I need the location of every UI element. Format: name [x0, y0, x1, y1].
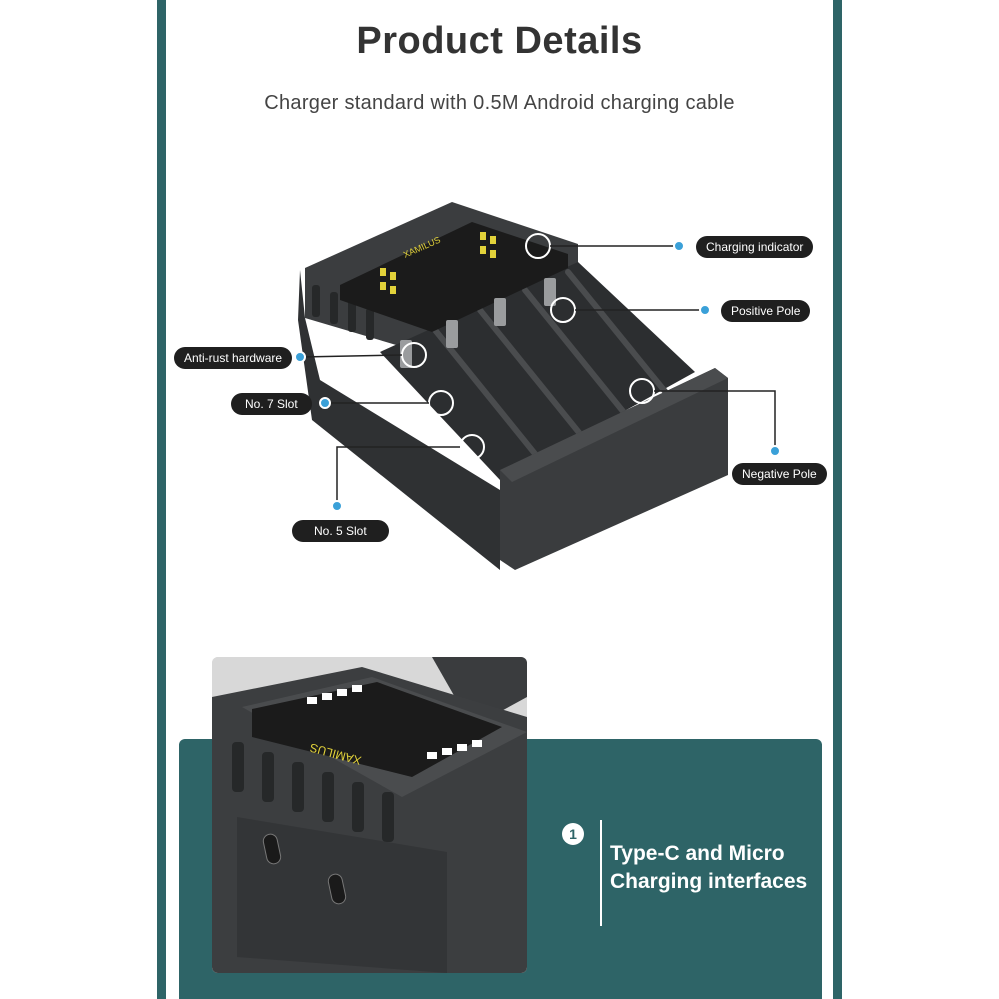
callout-no7-slot: No. 7 Slot — [231, 393, 312, 415]
right-edge-bar — [833, 0, 842, 999]
callout-charging-indicator: Charging indicator — [696, 236, 814, 258]
feature-text: Type-C and Micro Charging interfaces — [610, 840, 820, 896]
callout-positive-pole: Positive Pole — [721, 300, 811, 322]
feature-line-2: Charging interfaces — [610, 870, 808, 893]
closeup-ports — [262, 833, 347, 905]
charger-illustration: XAMILUS — [294, 202, 781, 570]
charger-closeup-photo: XAMILUS — [212, 657, 527, 973]
charger-left-wall — [298, 270, 500, 570]
charger-label-panel — [340, 222, 568, 332]
label-indicator-leds — [380, 232, 496, 294]
callout-no5-slot: No. 5 Slot — [292, 520, 389, 542]
charger-front-lip — [500, 368, 728, 570]
callout-anti-rust-hardware: Anti-rust hardware — [174, 347, 293, 369]
feature-line-1: Type-C and Micro — [610, 842, 785, 865]
page-title: Product Details — [356, 20, 643, 62]
callout-negative-pole: Negative Pole — [732, 463, 827, 485]
left-edge-bar — [157, 0, 166, 999]
feature-divider — [600, 820, 602, 926]
page-subtitle: Charger standard with 0.5M Android charg… — [264, 92, 735, 114]
slot-ridges — [432, 269, 675, 463]
callout-lines — [300, 245, 776, 506]
feature-number-badge: 1 — [562, 823, 584, 845]
contact-springs — [400, 278, 556, 368]
side-vents — [312, 285, 374, 340]
callout-dots — [294, 240, 781, 512]
